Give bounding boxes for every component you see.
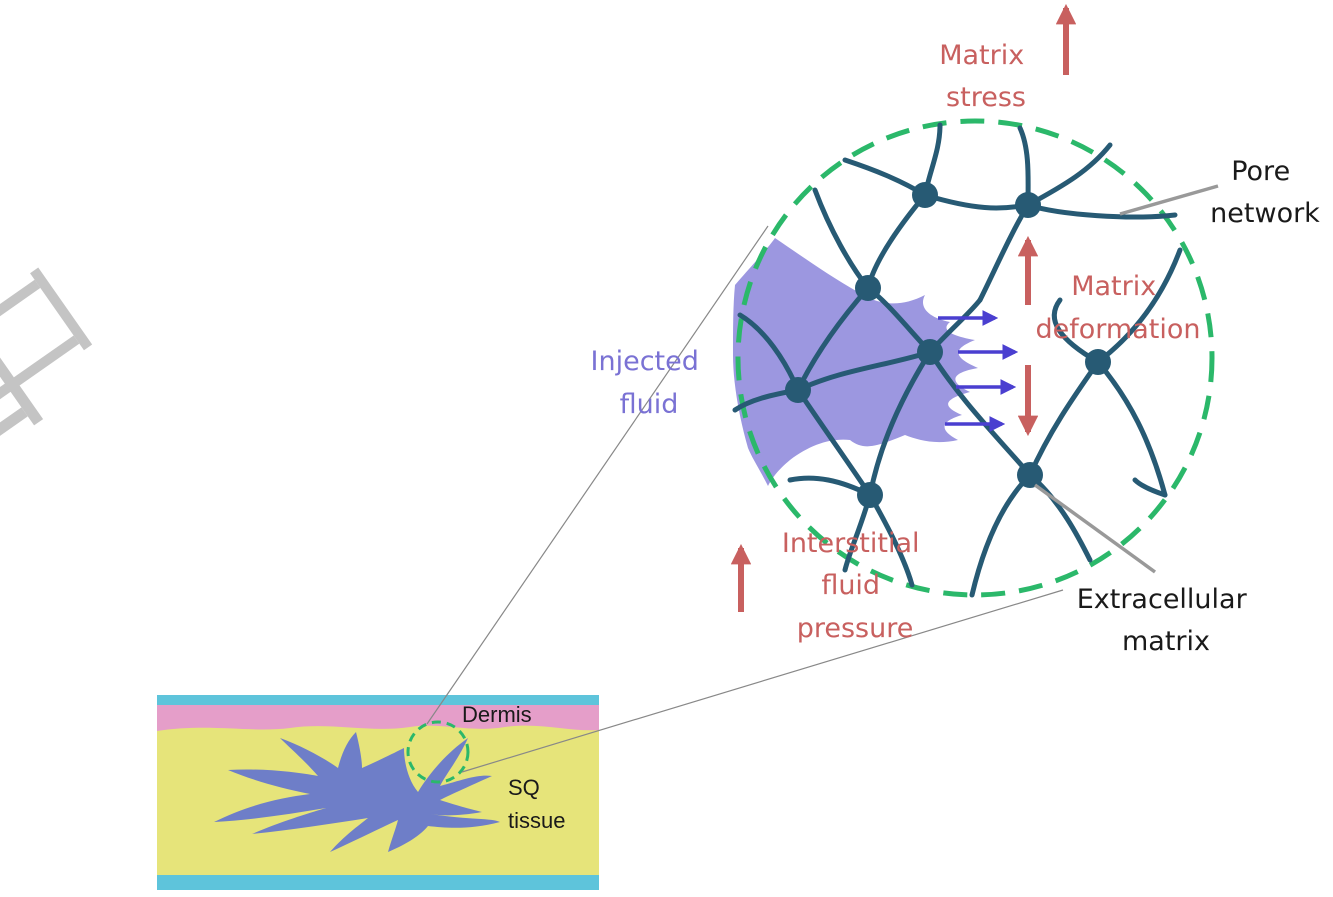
zoom-region-circle bbox=[406, 720, 470, 784]
matrix-fiber bbox=[927, 349, 1033, 478]
extracellular-matrix-fibers bbox=[732, 122, 1183, 598]
matrix-node bbox=[857, 482, 883, 508]
injected-fluid-label: Injected fluid bbox=[591, 346, 708, 420]
matrix-fiber bbox=[795, 285, 871, 393]
matrix-node bbox=[912, 182, 938, 208]
matrix-node bbox=[917, 339, 943, 365]
pore-network-label: Pore network bbox=[1210, 156, 1320, 229]
matrix-fiber bbox=[1025, 142, 1113, 208]
barrel-wall-bottom bbox=[0, 407, 28, 563]
fluid-flow-arrows bbox=[938, 310, 1019, 432]
matrix-fiber bbox=[1095, 359, 1168, 498]
matrix-fiber bbox=[922, 192, 1031, 211]
extracellular-matrix-label: Extracellular matrix bbox=[1077, 584, 1256, 657]
plunger-rod-bottom bbox=[0, 335, 80, 484]
matrix-stress-label: Matrix stress bbox=[939, 40, 1033, 113]
matrix-fiber bbox=[1027, 359, 1101, 478]
pore-network-pointer bbox=[1119, 184, 1219, 216]
skin-top-border bbox=[157, 695, 599, 705]
extracellular-matrix-pointer bbox=[1033, 483, 1157, 574]
plunger-rod-top bbox=[0, 279, 41, 428]
zoom-connector-lower bbox=[461, 589, 1064, 773]
matrix-fiber bbox=[795, 349, 933, 393]
matrix-deformation-label: Matrix deformation bbox=[1036, 271, 1201, 345]
dermis-layer bbox=[157, 705, 599, 731]
matrix-node bbox=[785, 377, 811, 403]
matrix-node bbox=[1085, 349, 1111, 375]
skin-bottom-border bbox=[157, 875, 599, 890]
plunger-thumb-rest bbox=[30, 267, 93, 351]
sq-tissue-label: SQ tissue bbox=[508, 775, 565, 833]
force-arrows bbox=[730, 3, 1077, 612]
injected-fluid-shape bbox=[733, 238, 978, 486]
zoom-boundary-circle bbox=[735, 118, 1215, 598]
interstitial-fluid-pressure-label: Interstitial fluid pressure bbox=[782, 528, 928, 644]
matrix-nodes bbox=[785, 182, 1111, 508]
matrix-fiber bbox=[969, 472, 1033, 598]
magnified-view bbox=[730, 3, 1219, 612]
dermis-label: Dermis bbox=[462, 702, 532, 727]
matrix-node bbox=[855, 275, 881, 301]
skin-section: Dermis SQ tissue bbox=[157, 695, 599, 890]
matrix-fiber bbox=[842, 157, 928, 198]
matrix-fiber bbox=[1025, 202, 1178, 220]
matrix-node bbox=[1017, 462, 1043, 488]
syringe bbox=[0, 267, 93, 563]
matrix-fiber bbox=[1132, 477, 1168, 498]
barrel-flange bbox=[0, 288, 44, 426]
matrix-fiber bbox=[867, 349, 933, 498]
matrix-fiber bbox=[1095, 247, 1183, 365]
zoom-connector-upper bbox=[426, 225, 769, 725]
matrix-node bbox=[1015, 192, 1041, 218]
sq-fluid-blob bbox=[214, 732, 500, 852]
matrix-fiber bbox=[977, 202, 1031, 303]
matrix-fiber bbox=[865, 192, 928, 291]
